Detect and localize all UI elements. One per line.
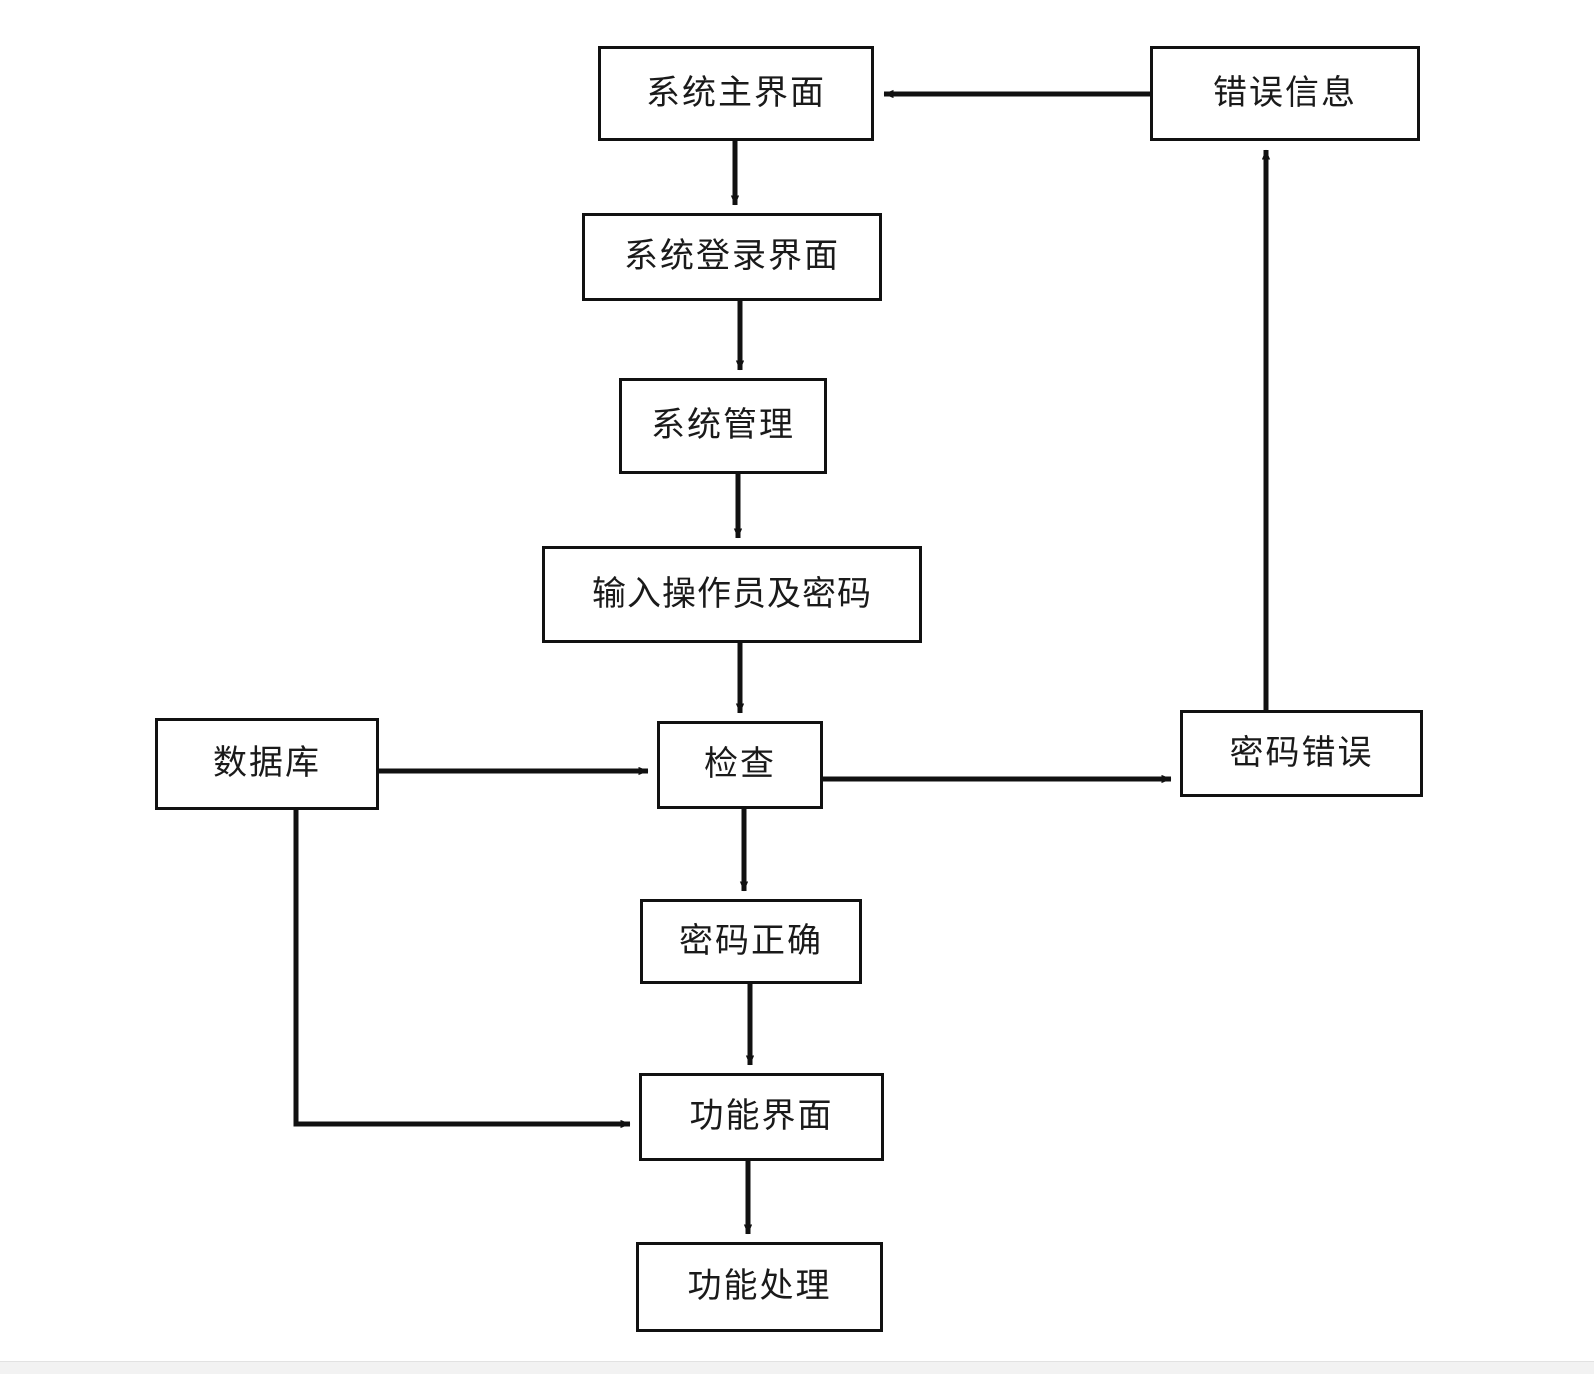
node-label-pwd-wrong: 密码错误 <box>1229 734 1374 772</box>
node-label-sys-manage: 系统管理 <box>651 407 795 445</box>
node-check[interactable]: 检查 <box>657 721 823 809</box>
node-pwd-correct[interactable]: 密码正确 <box>640 899 862 984</box>
node-label-main-ui: 系统主界面 <box>646 74 826 112</box>
node-func-ui[interactable]: 功能界面 <box>639 1073 884 1161</box>
node-label-func-ui: 功能界面 <box>689 1098 834 1136</box>
node-label-func-process: 功能处理 <box>687 1268 832 1306</box>
node-label-pwd-correct: 密码正确 <box>679 922 823 960</box>
node-login-ui[interactable]: 系统登录界面 <box>582 213 882 301</box>
node-pwd-wrong[interactable]: 密码错误 <box>1180 710 1423 797</box>
node-func-process[interactable]: 功能处理 <box>636 1242 883 1332</box>
node-label-login-ui: 系统登录界面 <box>624 238 840 276</box>
node-label-database: 数据库 <box>213 745 321 783</box>
node-database[interactable]: 数据库 <box>155 718 379 810</box>
node-input-cred[interactable]: 输入操作员及密码 <box>542 546 922 643</box>
node-label-check: 检查 <box>704 746 776 784</box>
node-label-error-msg: 错误信息 <box>1213 74 1357 112</box>
edge-database-to-func-ui <box>293 810 631 1129</box>
node-sys-manage[interactable]: 系统管理 <box>619 378 827 474</box>
node-error-msg[interactable]: 错误信息 <box>1150 46 1420 141</box>
node-label-input-cred: 输入操作员及密码 <box>592 575 872 613</box>
page-bottom-strip <box>0 1361 1594 1374</box>
node-main-ui[interactable]: 系统主界面 <box>598 46 874 141</box>
